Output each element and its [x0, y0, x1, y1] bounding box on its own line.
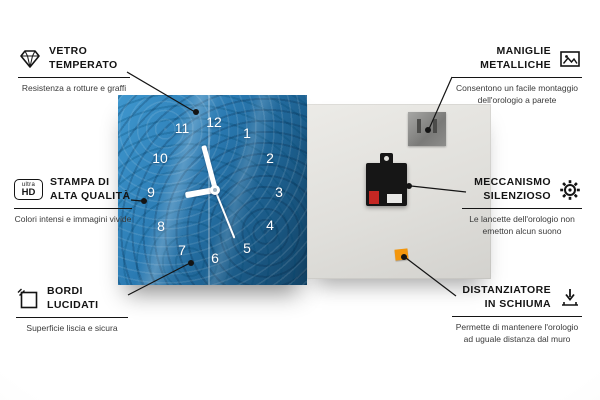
clock-number: 2	[266, 150, 274, 166]
callout-header: VETRO TEMPERATO	[18, 45, 130, 79]
metal-hanging-plate	[408, 112, 446, 146]
callout-description: Consentono un facile montaggio dell'orol…	[456, 83, 578, 105]
callout-description: Superficie liscia e sicura	[26, 323, 118, 334]
callout-header: MECCANISMO SILENZIOSO	[462, 176, 582, 210]
gear-icon	[558, 178, 582, 202]
callout-title: BORDI LUCIDATI	[47, 285, 99, 311]
clock-number: 7	[178, 242, 186, 258]
picture-frame-icon	[558, 47, 582, 71]
clock-mechanism	[366, 153, 407, 206]
spacer-icon	[558, 286, 582, 310]
callout-title: MANIGLIE METALLICHE	[480, 45, 551, 71]
clock-number: 4	[266, 217, 274, 233]
clock-second-hand	[214, 189, 236, 239]
callout-description: Colori intensi e immagini vivide	[14, 214, 132, 225]
callout-title: STAMPA DI ALTA QUALITÀ	[50, 176, 131, 202]
diamond-icon	[18, 47, 42, 71]
clock-number: 12	[206, 114, 222, 130]
clock-front-panel: 11 12 1 2 3 4 5 6 7 8 9 10	[118, 95, 307, 285]
callout-description: Permette di mantenere l'orologio ad ugua…	[455, 322, 579, 344]
callout-distanziatore-schiuma: DISTANZIATORE IN SCHIUMA Permette di man…	[452, 284, 582, 345]
callout-description: Le lancette dell'orologio non emetton al…	[469, 214, 575, 236]
callout-title: MECCANISMO SILENZIOSO	[474, 176, 551, 202]
mechanism-label	[387, 194, 402, 203]
callout-bordi-lucidati: BORDI LUCIDATI Superficie liscia e sicur…	[16, 285, 128, 335]
clock-number: 8	[157, 218, 165, 234]
clock-number: 1	[243, 125, 251, 141]
callout-title: DISTANZIATORE IN SCHIUMA	[462, 284, 551, 310]
callout-maniglie-metalliche: MANIGLIE METALLICHE Consentono un facile…	[452, 45, 582, 106]
clock-number: 3	[275, 184, 283, 200]
clock-number: 5	[243, 240, 251, 256]
mechanism-hook	[380, 153, 393, 165]
clock-number: 11	[174, 120, 190, 136]
clock-number: 6	[211, 250, 219, 266]
clock-number: 10	[152, 150, 168, 166]
callout-description: Resistenza a rotture e graffi	[21, 83, 127, 94]
callout-title: VETRO TEMPERATO	[49, 45, 118, 71]
callout-header: DISTANZIATORE IN SCHIUMA	[452, 284, 582, 318]
callout-header: BORDI LUCIDATI	[16, 285, 128, 319]
clock-hub	[210, 185, 220, 195]
clock-number: 9	[147, 184, 155, 200]
callout-header: MANIGLIE METALLICHE	[452, 45, 582, 79]
polished-edges-icon	[16, 287, 40, 311]
callout-vetro-temperato: VETRO TEMPERATO Resistenza a rotture e g…	[18, 45, 130, 95]
foam-spacer	[394, 248, 409, 261]
clock-minute-hand	[200, 144, 218, 191]
callout-meccanismo-silenzioso: MECCANISMO SILENZIOSO Le lancette dell'o…	[462, 176, 582, 237]
mechanism-battery	[369, 191, 379, 204]
